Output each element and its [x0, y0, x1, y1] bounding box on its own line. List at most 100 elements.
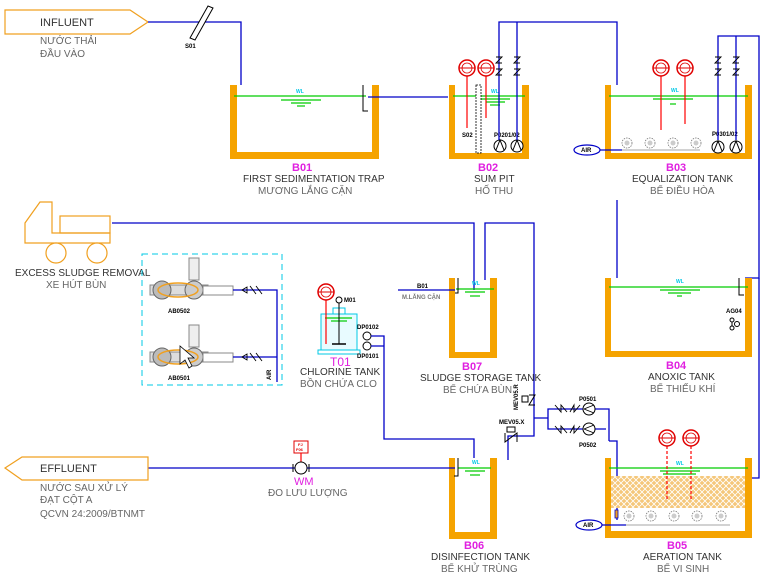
pump-p0501[interactable]: P0501	[554, 397, 597, 416]
tank-b06[interactable]: WL B06 DISINFECTION TANK BỂ KHỬ TRÙNG	[431, 458, 530, 572]
check-valve-icon	[713, 56, 741, 76]
pump-icon[interactable]	[510, 139, 524, 153]
t01-sub: BỒN CHỨA CLO	[300, 377, 377, 390]
air-label: AIR	[581, 148, 592, 154]
b02-pump-tag: P0201/02	[494, 133, 520, 139]
influent-label: INFLUENT	[40, 17, 94, 29]
blower-air-label: AIR	[267, 369, 273, 380]
b07-sub: BỂ CHỨA BÙN	[443, 383, 512, 396]
tank-b04[interactable]: WL AG04 B04 ANOXIC TANK BỂ THIẾU KHÍ	[605, 278, 752, 395]
pump-icon[interactable]	[493, 139, 507, 153]
b07-return-label: M.LẮNG CẶN	[402, 293, 440, 301]
influent-inlet: INFLUENT NƯỚC THẢI ĐẦU VÀO	[4, 9, 150, 60]
water-level-label: WL	[676, 279, 684, 285]
air-inlet-b05[interactable]: AIR	[575, 519, 626, 531]
b05-sub: BỂ VI SINH	[657, 562, 709, 572]
air-inlet-b03[interactable]: AIR	[573, 144, 622, 156]
b07-code: B07	[462, 361, 482, 373]
blower-tag: AB0501	[168, 376, 191, 382]
b06-sub: BỂ KHỬ TRÙNG	[441, 562, 518, 572]
level-switch-icon	[682, 429, 700, 447]
t01-name: CHLORINE TANK	[300, 367, 381, 378]
influent-pipe	[148, 21, 242, 85]
blower-air-pipe	[233, 289, 278, 382]
level-switch-icon	[317, 283, 335, 301]
influent-sub-1: NƯỚC THẢI	[40, 34, 97, 47]
b01-code: B01	[292, 162, 312, 174]
b02-sensor-tag: S02	[462, 133, 473, 139]
b02-sub: HỐ THU	[475, 183, 513, 197]
effluent-sub-3: QCVN 24:2009/BTNMT	[40, 509, 145, 520]
b02-code: B02	[478, 162, 498, 174]
screen-tag: S01	[185, 44, 196, 50]
sludge-truck[interactable]: EXCESS SLUDGE REMOVAL XE HÚT BÙN	[15, 201, 151, 291]
flow-meter-tag-top: FJ	[298, 442, 303, 447]
flow-meter-code: WM	[294, 476, 314, 488]
b06-code: B06	[464, 540, 484, 552]
air-diffuser-icon	[644, 137, 656, 149]
dosing-pump-tag: DP0101	[357, 354, 379, 360]
air-diffuser-icon	[623, 510, 635, 522]
dosing-pump-icon[interactable]	[362, 331, 372, 341]
valve-tag: MEV05.X	[499, 420, 524, 426]
b03-sub: BỂ ĐIỀU HÒA	[650, 184, 715, 197]
pump-p0502[interactable]: P0502	[554, 422, 597, 449]
effluent-sub-2: ĐẠT CỘT A	[40, 493, 93, 506]
b05-name: AERATION TANK	[643, 552, 722, 563]
b01-sub: MƯƠNG LẮNG CẶN	[258, 184, 352, 197]
air-diffuser-icon	[645, 510, 657, 522]
air-diffuser-icon	[691, 510, 703, 522]
level-switch-icon	[676, 59, 694, 77]
pump-icon[interactable]	[729, 140, 743, 154]
motorized-valve-mev05r[interactable]: MEV05.R	[514, 384, 536, 410]
air-diffuser-icon	[668, 510, 680, 522]
effluent-label: EFFLUENT	[40, 463, 97, 475]
motor-tag: M01	[344, 298, 356, 304]
effluent-sub-1: NƯỚC SAU XỬ LÝ	[40, 481, 128, 494]
cursor-icon	[179, 345, 196, 369]
mixer-icon[interactable]	[729, 317, 740, 331]
valve-tag: MEV05.R	[514, 384, 520, 410]
motorized-valve-mev05x[interactable]: MEV05.X	[499, 420, 524, 443]
level-switch-icon	[458, 59, 476, 77]
tank-b02[interactable]: WL S02 P0201/02 B02 SUM PIT HỐ THU	[449, 59, 529, 197]
water-level-label: WL	[472, 281, 480, 287]
tank-b07[interactable]: WL B07 SLUDGE STORAGE TANK BỂ CHỨA BÙN	[420, 278, 541, 396]
tank-t01[interactable]: M01 DP0102 DP0101 T01 CHLORINE TANK BỒN …	[300, 283, 381, 390]
effluent-outlet: EFFLUENT NƯỚC SAU XỬ LÝ ĐẠT CỘT A QCVN 2…	[3, 456, 149, 520]
check-valve-icon	[494, 56, 522, 76]
water-level-label: WL	[472, 460, 480, 466]
pipe-chlorine-dosing	[371, 335, 475, 458]
blower-ab0501[interactable]: AB0501	[149, 324, 234, 382]
flow-meter-wm[interactable]: FJ F06 WM ĐO LƯU LƯỢNG	[268, 440, 348, 499]
b07-return-code: B01	[417, 284, 429, 290]
pipe-b07-truck	[112, 222, 475, 290]
dosing-pump-icon[interactable]	[362, 341, 372, 351]
b07-name: SLUDGE STORAGE TANK	[420, 373, 541, 384]
truck-sub: XE HÚT BÙN	[46, 278, 106, 291]
check-valve-icon	[241, 285, 263, 295]
flow-meter-sub: ĐO LƯU LƯỢNG	[268, 488, 348, 499]
b04-code: B04	[666, 360, 687, 372]
water-level-label: WL	[676, 461, 684, 467]
dosing-pump-tag: DP0102	[357, 325, 379, 331]
tank-b01[interactable]: WL B01 FIRST SEDIMENTATION TRAP MƯƠNG LẮ…	[230, 85, 385, 197]
blower-group: AB0502 AB0501 AIR	[141, 253, 283, 386]
blower-ab0502[interactable]: AB0502	[149, 257, 234, 315]
truck-name: EXCESS SLUDGE REMOVAL	[15, 268, 151, 279]
pipe-sludge-return	[484, 222, 535, 398]
pipe-b02-b03	[498, 21, 618, 140]
b05-code: B05	[667, 540, 687, 552]
tank-b03[interactable]: WL P0301/02 B03 EQUALIZATION TANK BỂ ĐIỀ…	[605, 59, 752, 197]
pump-tag: P0502	[579, 443, 597, 449]
blower-tag: AB0502	[168, 309, 191, 315]
influent-sub-2: ĐẦU VÀO	[40, 47, 85, 60]
level-switch-icon	[658, 429, 676, 447]
check-valve-icon	[241, 352, 263, 362]
water-level-label: WL	[491, 89, 499, 95]
tank-b05[interactable]: WL B05 AERATION TANK BỂ VI SINH	[605, 429, 752, 572]
water-level-label: WL	[296, 89, 304, 95]
b06-name: DISINFECTION TANK	[431, 552, 530, 563]
pump-icon[interactable]	[711, 140, 725, 154]
